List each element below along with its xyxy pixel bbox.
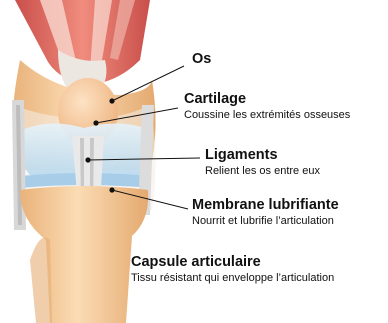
label-capsule-desc: Tissu résistant qui enveloppe l’articula… xyxy=(131,271,334,285)
label-cartilage-title: Cartilage xyxy=(184,91,350,108)
label-membrane: Membrane lubrifiante Nourrit et lubrifie… xyxy=(192,197,339,228)
label-os: Os xyxy=(192,51,211,68)
label-ligaments-title: Ligaments xyxy=(205,147,320,164)
label-membrane-title: Membrane lubrifiante xyxy=(192,197,339,214)
label-capsule-title: Capsule articulaire xyxy=(131,254,334,271)
label-membrane-desc: Nourrit et lubrifie l’articulation xyxy=(192,214,339,228)
label-os-title: Os xyxy=(192,51,211,68)
label-cartilage-desc: Coussine les extrémités osseuses xyxy=(184,108,350,122)
label-cartilage: Cartilage Coussine les extrémités osseus… xyxy=(184,91,350,122)
label-ligaments-desc: Relient les os entre eux xyxy=(205,164,320,178)
label-ligaments: Ligaments Relient les os entre eux xyxy=(205,147,320,178)
label-capsule: Capsule articulaire Tissu résistant qui … xyxy=(131,254,334,285)
